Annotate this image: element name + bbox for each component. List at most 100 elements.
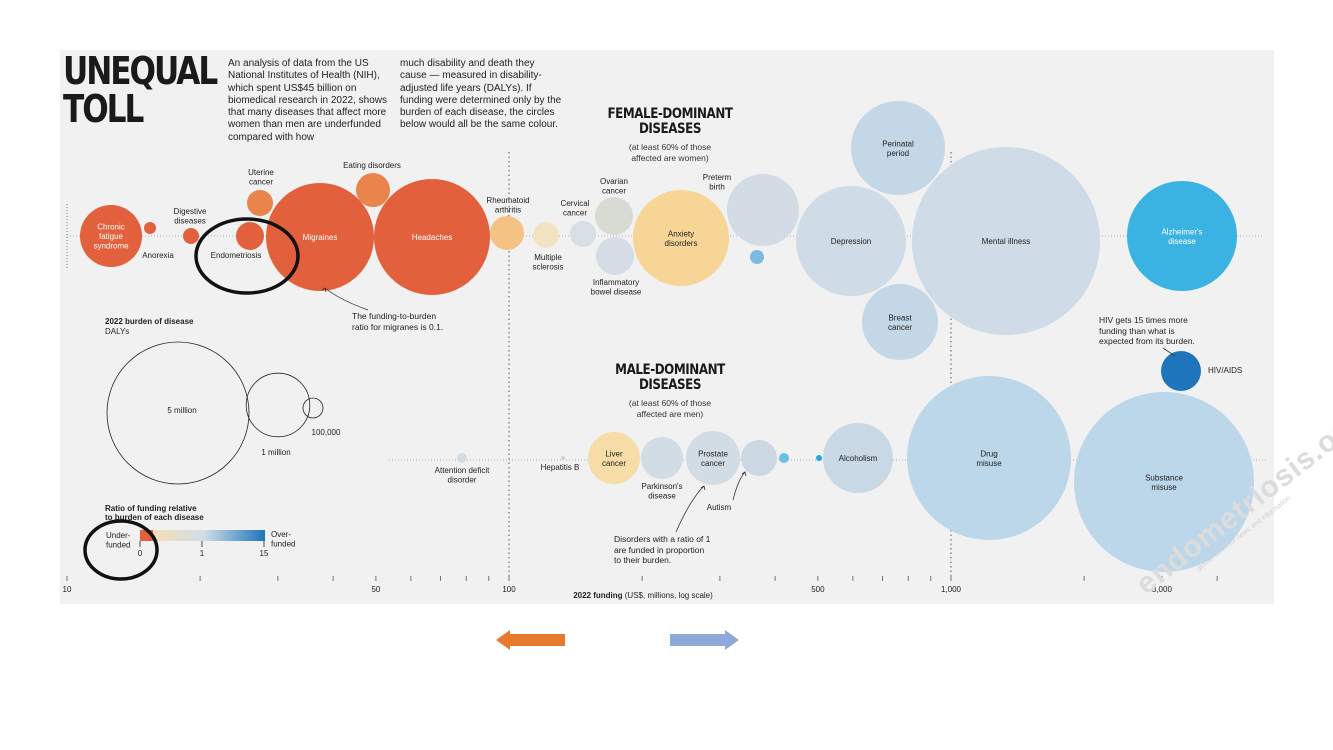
size-legend-title: 2022 burden of disease [105, 317, 194, 326]
hiv-note: HIV gets 15 times more funding than what… [1099, 315, 1195, 347]
ratio-tick-label-2: 15 [260, 549, 269, 558]
hiv-note-line-3: expected from its burden. [1099, 336, 1195, 346]
bubble-drug-misuse [907, 376, 1071, 540]
label-alzheimer-s-disease-0: Alzheimer's [1161, 227, 1202, 236]
ratio-right-label-0: Over- [271, 530, 291, 539]
size-legend-circle-0 [106, 341, 250, 485]
arrow-right-head [725, 630, 739, 650]
label-breast-cancer-1: cancer [888, 323, 912, 332]
ratio-gradient-bar [153, 530, 265, 541]
label-inflammatory-bowel-disease-1: bowel disease [591, 288, 642, 297]
bubble-depression [796, 186, 906, 296]
bubble-perinatal-period [851, 101, 945, 195]
chart-panel [60, 50, 1274, 604]
ratio-right-label-1: funded [271, 540, 295, 549]
male-sub-line-2: affected are men) [636, 408, 704, 419]
label-drug-misuse-1: misuse [976, 459, 1002, 468]
x-tick-label-500: 500 [811, 585, 825, 594]
ratio-left-label-1: funded [106, 541, 130, 550]
label-ovarian-cancer-1: cancer [602, 187, 626, 196]
title-line-1: UNEQUAL [63, 49, 218, 93]
male-header: MALE-DOMINANT DISEASES [594, 363, 747, 393]
label-depression-0: Depression [831, 237, 871, 246]
ratio-one-note: Disorders with a ratio of 1 are funded i… [614, 534, 710, 566]
migraine-note: The funding-to-burden ratio for migranes… [352, 311, 443, 332]
label-cervical-cancer-1: cancer [563, 209, 587, 218]
ratio-tick-label-0: 0 [138, 549, 143, 558]
title-line-2: TOLL [63, 87, 144, 131]
label-multiple-sclerosis-0: Multiple [534, 253, 562, 262]
label-chronic-fatigue-syndrome-2: syndrome [93, 242, 129, 251]
callout-arrowhead-2 [741, 471, 747, 477]
size-legend: 5 million 1 million 100,000 [106, 341, 341, 485]
label-anorexia-0: Anorexia [142, 251, 174, 260]
label-prostate-cancer-1: cancer [701, 459, 725, 468]
bubble-headaches [374, 179, 490, 295]
callout-arrowhead-1 [700, 485, 706, 491]
size-legend-circle-1 [245, 372, 311, 438]
bubble-anxiety-disorders [633, 190, 729, 286]
label-headaches-0: Headaches [412, 233, 452, 242]
bubble-unlabeled-1-6 [779, 453, 789, 463]
bubbles [80, 101, 1254, 572]
x-tick-label-3000: 3,000 [1152, 585, 1173, 594]
bubble-prostate-cancer [686, 431, 740, 485]
label-substance-misuse-0: Substance [1145, 473, 1183, 482]
bubble-digestive-diseases [183, 228, 199, 244]
size-legend-subtitle: DALYs [105, 327, 129, 336]
female-header-line-2: DISEASES [638, 121, 702, 137]
label-anxiety-disorders-0: Anxiety [668, 229, 694, 238]
label-breast-cancer-0: Breast [888, 313, 912, 322]
ratio-under-swatch [140, 530, 153, 541]
size-legend-label-2: 100,000 [312, 428, 341, 437]
callouts [321, 287, 1176, 533]
female-sub-line-1: (at least 60% of those [628, 142, 712, 152]
migraine-callout [324, 287, 369, 311]
bubble-alzheimer-s-disease [1127, 181, 1237, 291]
label-rheumatoid-arthritis-1: arthritis [495, 206, 521, 215]
bubble-hepatitis-b [561, 456, 565, 460]
label-liver-cancer-0: Liver [605, 449, 623, 458]
reference-lines [508, 152, 952, 576]
label-digestive-diseases-0: Digestive [174, 207, 207, 216]
ratio-left-label-0: Under- [106, 531, 131, 540]
label-hiv-aids-0: HIV/AIDS [1208, 366, 1242, 375]
bubble-ovarian-cancer [595, 197, 633, 235]
bubble-hiv-aids [1161, 351, 1201, 391]
label-anxiety-disorders-1: disorders [665, 239, 698, 248]
label-eating-disorders-0: Eating disorders [343, 161, 401, 170]
label-attention-deficit-disorder-1: disorder [448, 476, 477, 485]
hiv-note-line-1: HIV gets 15 times more [1099, 315, 1188, 325]
bubble-breast-cancer [862, 284, 938, 360]
label-digestive-diseases-1: diseases [174, 217, 206, 226]
bubble-rheumatoid-arthritis [490, 216, 524, 250]
arrow-left-shape [510, 634, 565, 646]
bubble-labels: ChronicfatiguesyndromeAnorexiaDigestived… [93, 139, 1242, 512]
intro-text-col2: much disability and death they cause — m… [400, 58, 562, 131]
ratio-one-note-line-1: Disorders with a ratio of 1 [614, 534, 711, 544]
ratio-one-note-line-3: to their burden. [614, 555, 672, 565]
female-sub-line-2: affected are women) [631, 152, 709, 163]
size-legend-label-0: 5 million [167, 406, 196, 415]
female-header-line-1: FEMALE-DOMINANT [607, 106, 733, 122]
bubble-substance-misuse [1074, 392, 1254, 572]
label-preterm-birth-0: Preterm [703, 173, 732, 182]
size-legend-circle-2 [302, 397, 324, 419]
migraine-note-line-1: The funding-to-burden [352, 311, 437, 321]
bubble-unlabeled-0-15 [750, 250, 764, 264]
x-tick-label-50: 50 [371, 585, 380, 594]
female-header: FEMALE-DOMINANT DISEASES [594, 107, 747, 137]
label-uterine-cancer-1: cancer [249, 178, 273, 187]
ratio-legend-title-2: to burden of each disease [105, 513, 204, 522]
x-tick-label-10: 10 [63, 585, 72, 594]
label-mental-illness-0: Mental illness [982, 237, 1030, 246]
underfunded-highlight-ring [83, 519, 159, 581]
size-legend-label-1: 1 million [261, 448, 290, 457]
callout-arrowhead-0 [321, 287, 327, 293]
label-inflammatory-bowel-disease-0: Inflammatory [593, 278, 639, 287]
bubble-cervical-cancer [570, 221, 596, 247]
x-tick-label-1000: 1,000 [941, 585, 962, 594]
male-header-line-2: DISEASES [638, 377, 702, 393]
x-tick-label-100: 100 [502, 585, 516, 594]
